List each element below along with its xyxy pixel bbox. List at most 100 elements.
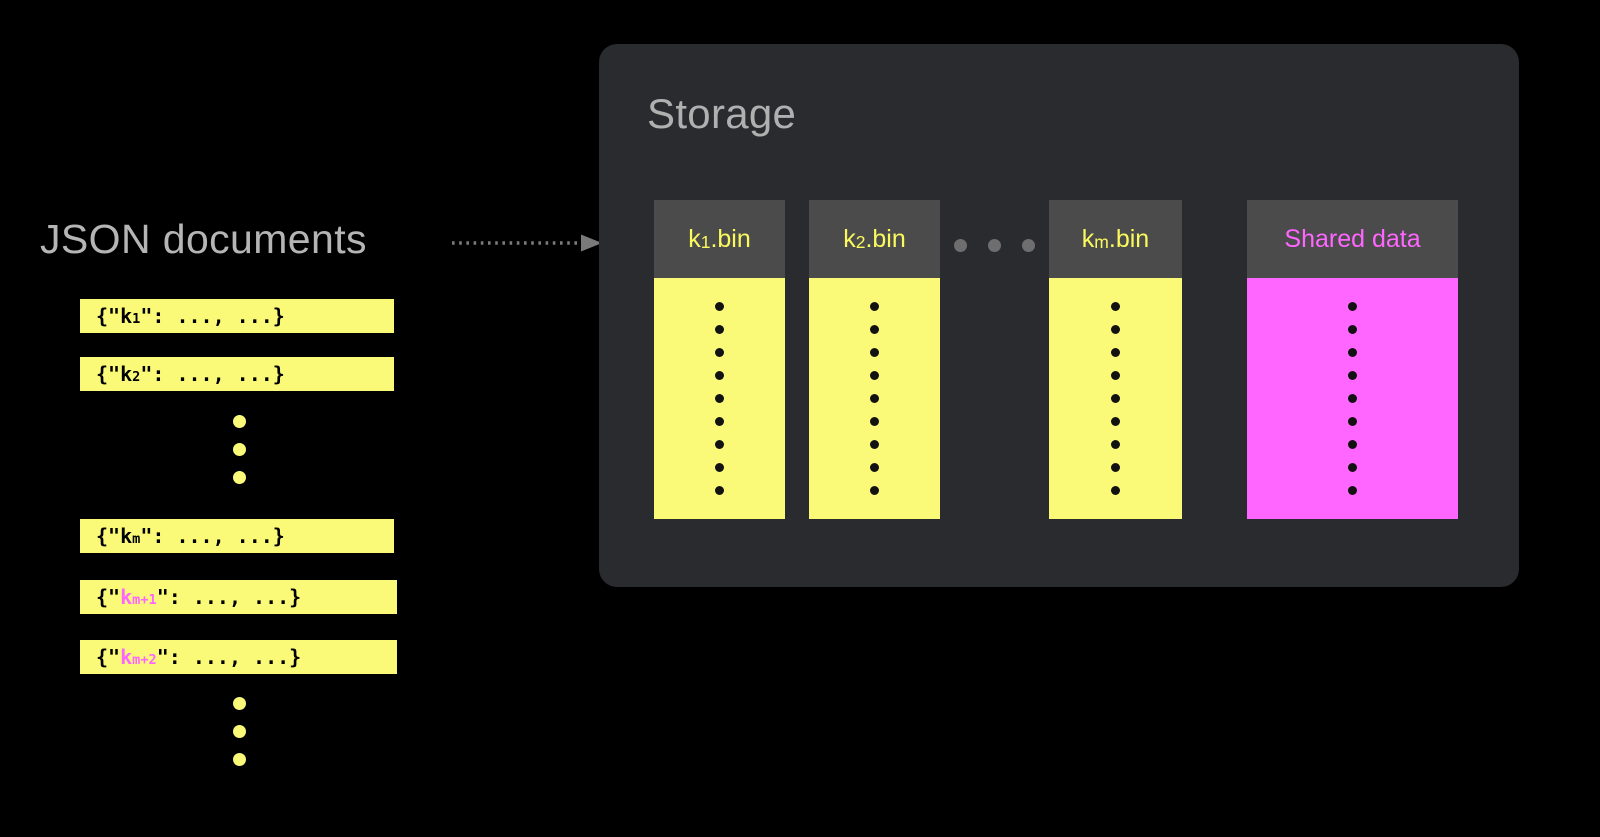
ellipsis-dot [233,697,246,710]
json-documents-ellipsis-lower [233,697,246,766]
record-dot [1348,325,1357,334]
record-dot [1111,348,1120,357]
bin-label-prefix: k [688,224,701,253]
record-dot [870,394,879,403]
json-doc-prefix: {" [96,524,121,548]
record-dot [1348,348,1357,357]
json-doc-prefix: {" [96,645,121,669]
ellipsis-dot [233,415,246,428]
bin-label-subscript: 2 [855,231,866,252]
storage-panel-title: Storage [647,90,797,137]
record-dot [870,417,879,426]
flow-arrow-icon [452,234,602,252]
storage-bin-header: Shared data [1247,200,1458,278]
json-doc-prefix: {" [96,362,121,386]
record-dot [715,417,724,426]
bin-label-subscript: m [1094,231,1109,252]
storage-bin-body [654,278,785,519]
storage-bin-body [809,278,940,519]
storage-bin-body [1049,278,1182,519]
record-dot [870,302,879,311]
ellipsis-dot [1022,239,1035,252]
json-doc-suffix: ": ..., ...} [156,585,302,609]
ellipsis-dot [954,239,967,252]
json-doc-key: k [120,585,133,609]
record-dot [715,325,724,334]
record-dot [1111,325,1120,334]
record-dot [870,440,879,449]
record-dot [870,486,879,495]
json-doc-prefix: {" [96,304,121,328]
ellipsis-dot [233,753,246,766]
json-doc-key: k [120,304,133,328]
json-documents-ellipsis-upper [233,415,246,484]
record-dot [1111,440,1120,449]
storage-bin-shared-data[interactable]: Shared data [1247,200,1458,519]
record-dot [715,440,724,449]
record-dot [715,394,724,403]
record-dot [870,348,879,357]
ellipsis-dot [233,443,246,456]
arrow-head [581,234,602,252]
record-dot [715,486,724,495]
record-dot [1348,371,1357,380]
json-doc-key-subscript: 2 [132,368,141,385]
record-dot [1348,463,1357,472]
ellipsis-dot [988,239,1001,252]
record-dot [715,302,724,311]
record-dot [1348,417,1357,426]
record-dot [715,371,724,380]
record-dot [1111,463,1120,472]
json-doc-suffix: ": ..., ...} [140,524,285,548]
bin-label-prefix: k [843,224,856,253]
json-doc-key-subscript: m [132,530,141,547]
record-dot [1348,302,1357,311]
record-dot [1111,394,1120,403]
record-dot [1111,486,1120,495]
record-dot [715,463,724,472]
json-doc-suffix: ": ..., ...} [140,362,285,386]
json-doc-key-subscript: 1 [132,310,141,327]
record-dot [870,371,879,380]
json-documents-title: JSON documents [40,216,367,262]
bin-label-prefix: Shared data [1284,224,1421,253]
record-dot [1348,440,1357,449]
json-doc-key-subscript: m+1 [132,591,157,608]
ellipsis-dot [233,725,246,738]
record-dot [1111,302,1120,311]
bin-label-subscript: 1 [700,231,711,252]
json-doc-suffix: ": ..., ...} [156,645,302,669]
bin-label-prefix: k [1081,224,1095,253]
json-doc-key: k [120,645,133,669]
json-doc-key: k [120,524,133,548]
bin-label-suffix: .bin [1108,224,1150,253]
bin-label-suffix: .bin [865,224,906,253]
record-dot [1348,394,1357,403]
json-doc-prefix: {" [96,585,121,609]
ellipsis-dot [233,471,246,484]
record-dot [870,325,879,334]
record-dot [1111,371,1120,380]
bin-label-suffix: .bin [710,224,751,253]
json-doc-key-subscript: m+2 [132,651,157,668]
storage-bins-ellipsis [954,239,1035,252]
json-doc-key: k [120,362,133,386]
record-dot [1348,486,1357,495]
storage-bin-body [1247,278,1458,519]
record-dot [870,463,879,472]
record-dot [715,348,724,357]
json-doc-suffix: ": ..., ...} [140,304,285,328]
